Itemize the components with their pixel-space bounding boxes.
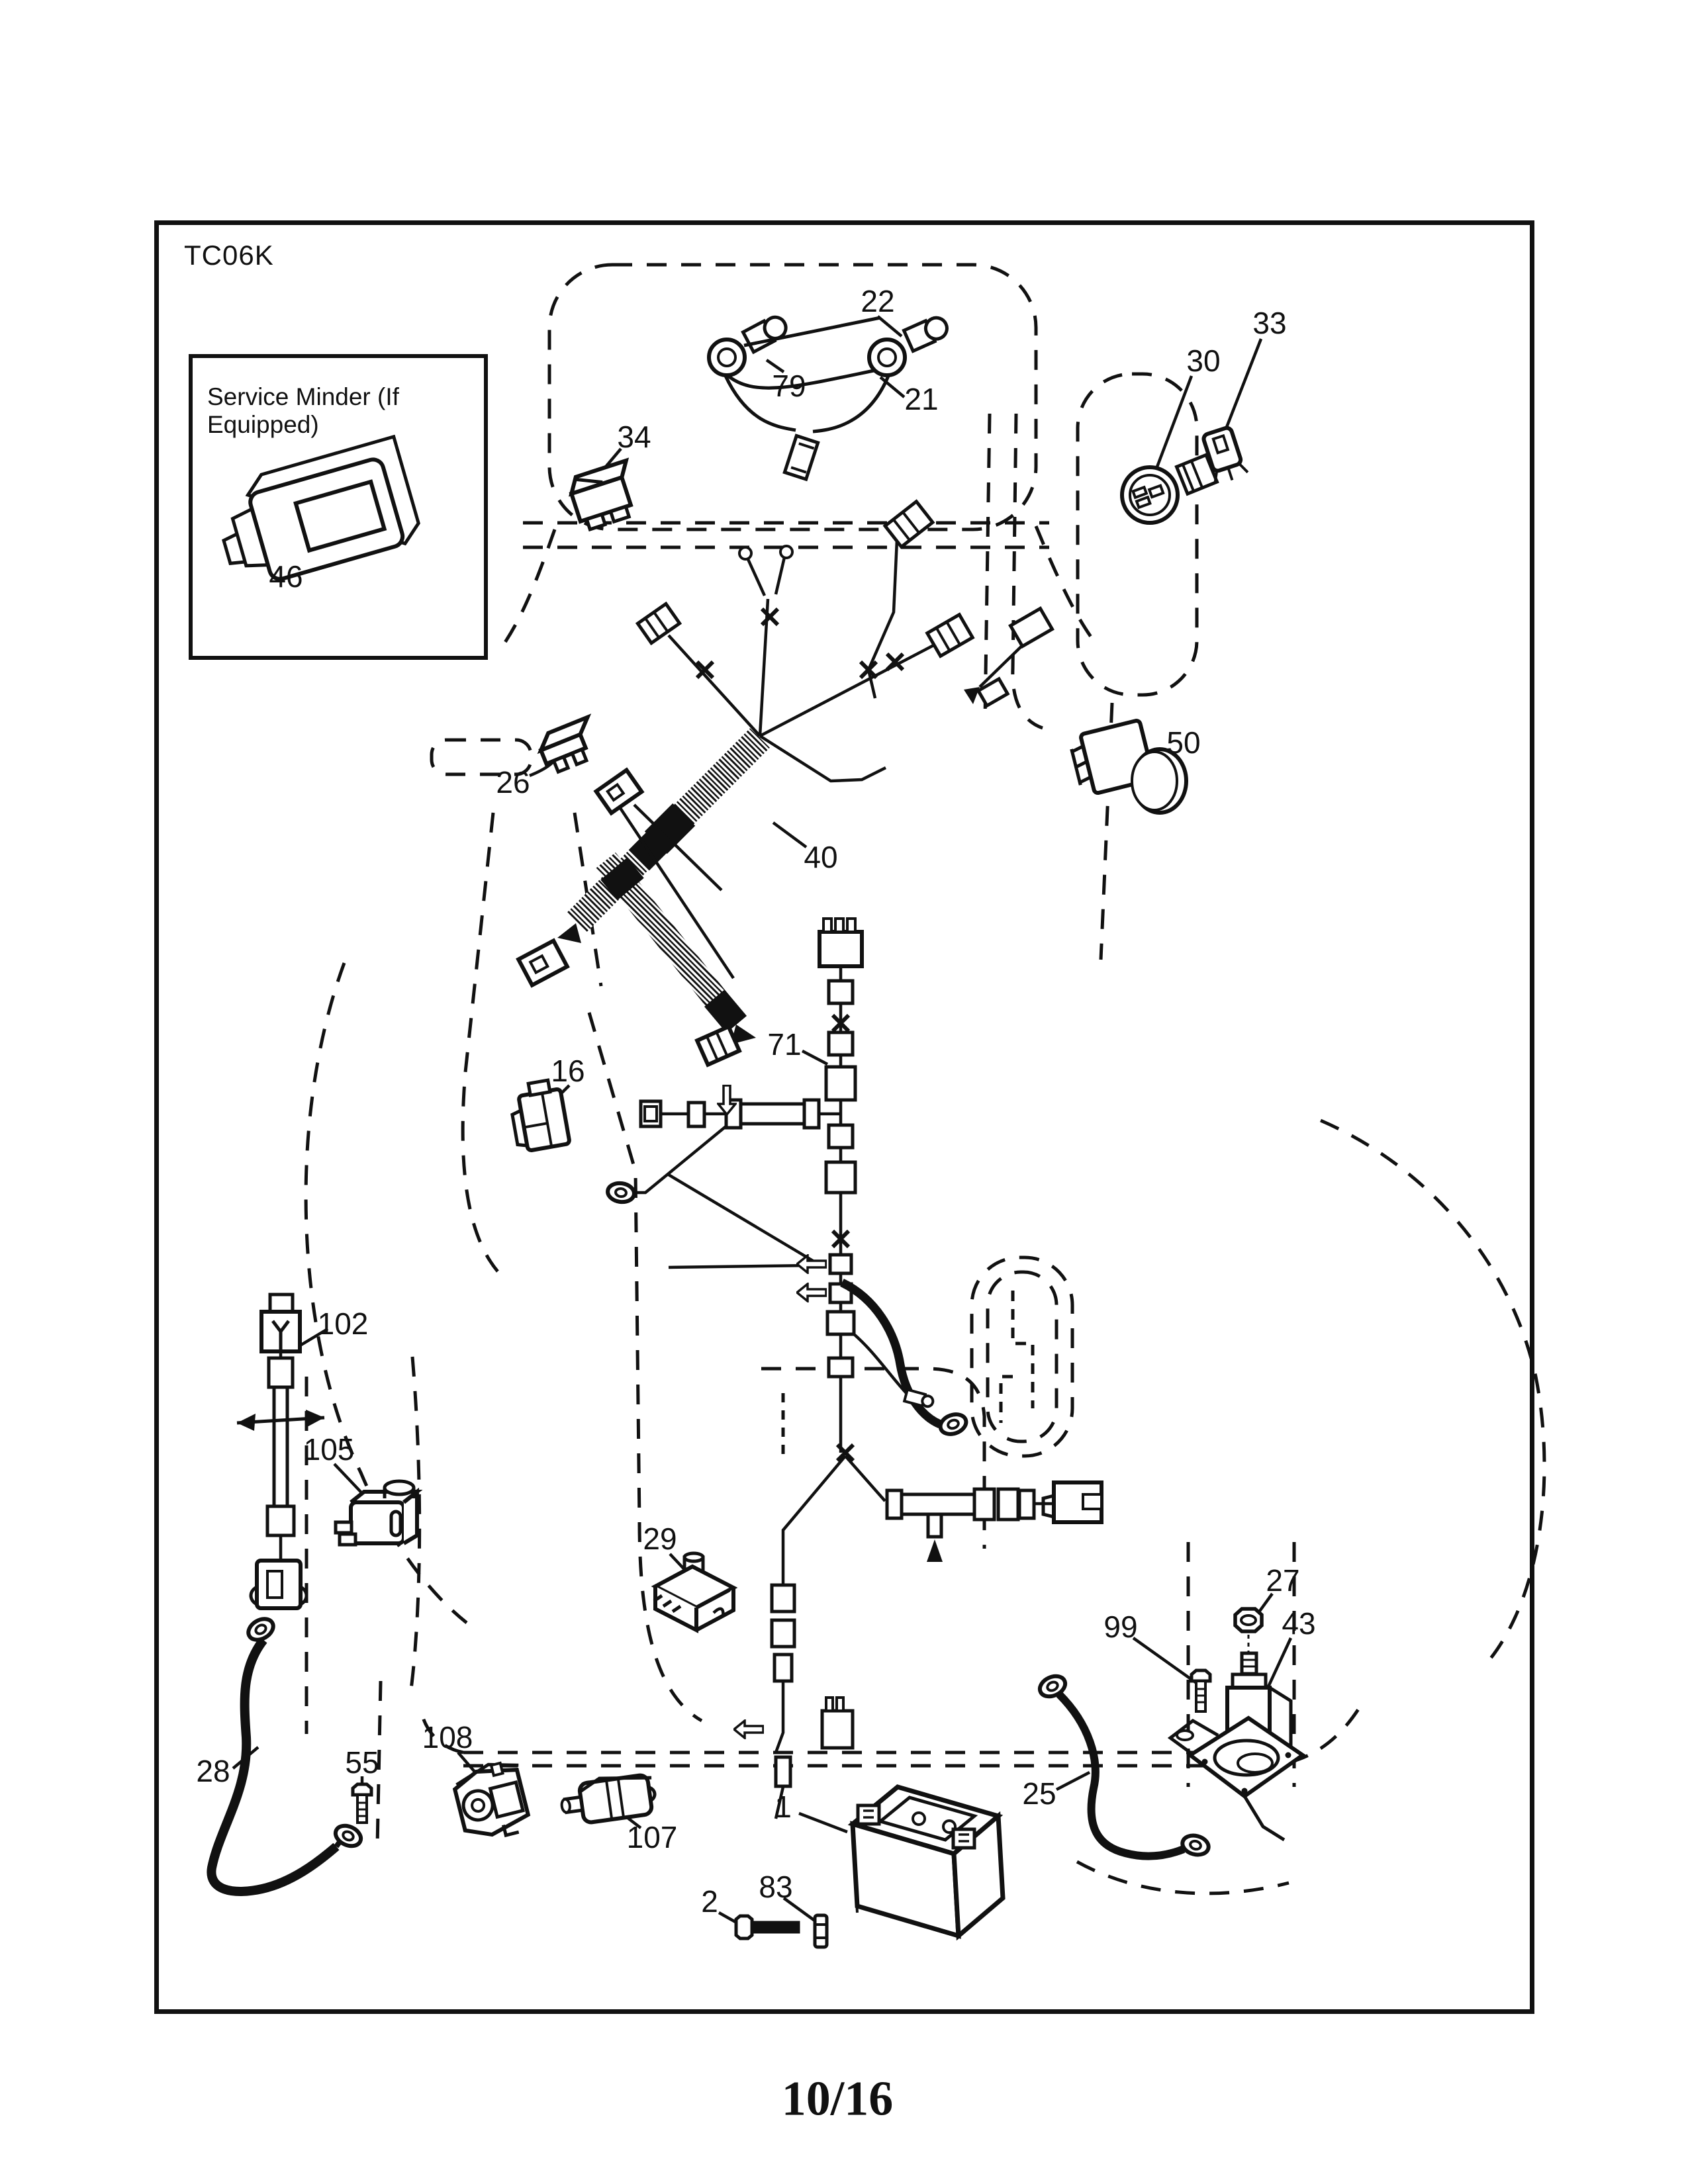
- ignition-key-illustration: [1201, 426, 1249, 484]
- inset-title: Service Minder (If Equipped): [207, 383, 399, 438]
- callout-2: 2: [701, 1884, 718, 1919]
- callout-29: 29: [643, 1522, 677, 1556]
- fuse-holder-illustration: [236, 1293, 325, 1610]
- callout-27: 27: [1266, 1563, 1300, 1598]
- callout-83: 83: [759, 1870, 793, 1904]
- relay-illustration: [510, 1078, 571, 1152]
- small-solenoid-illustration: [334, 1479, 423, 1547]
- center-harness-illustration: [606, 917, 1103, 1819]
- starter-cable-illustration: [1037, 1672, 1211, 1860]
- diagram-border: [154, 220, 1534, 2014]
- main-harness-illustration: [516, 499, 1055, 1068]
- battery-spacer-illustration: [813, 1913, 829, 1949]
- rocker-switch-illustration: [568, 457, 633, 532]
- callout-25: 25: [1022, 1776, 1056, 1811]
- callout-33: 33: [1252, 306, 1287, 340]
- callout-43: 43: [1282, 1606, 1316, 1641]
- callout-1: 1: [774, 1790, 792, 1824]
- service-minder-inset-box: Service Minder (If Equipped): [189, 354, 488, 660]
- starter-solenoid-illustration: [1167, 1607, 1307, 1842]
- battery-illustration: [847, 1784, 1006, 1941]
- callout-71: 71: [767, 1027, 802, 1062]
- bolt-55: [351, 1782, 373, 1824]
- callout-99: 99: [1103, 1610, 1138, 1644]
- drawing-code: TC06K: [184, 240, 274, 271]
- battery-bolt-illustration: [734, 1914, 800, 1940]
- solenoid-bolt-99: [1190, 1668, 1212, 1713]
- page-number: 10/16: [781, 2071, 894, 2126]
- callout-105: 105: [303, 1432, 355, 1467]
- interlock-module-illustration: [452, 1761, 531, 1838]
- hour-meter-illustration: [1070, 719, 1188, 815]
- headlight-harness-illustration: [707, 315, 949, 482]
- callout-50: 50: [1166, 725, 1201, 760]
- callout-108: 108: [422, 1720, 473, 1754]
- small-motor-illustration: [560, 1773, 657, 1825]
- seat-switch-illustration: [651, 1551, 738, 1633]
- callout-79: 79: [772, 369, 806, 403]
- callout-28: 28: [196, 1754, 230, 1788]
- callout-22: 22: [861, 284, 895, 318]
- callout-55: 55: [345, 1745, 379, 1780]
- ground-cable-illustration: [207, 1615, 373, 1896]
- callout-40: 40: [804, 840, 838, 874]
- chassis-dashed-outlines: [304, 263, 1546, 1895]
- callout-16: 16: [551, 1054, 585, 1088]
- callout-26: 26: [496, 765, 530, 799]
- service-minder-illustration: [222, 434, 420, 581]
- callout-46: 46: [269, 559, 303, 594]
- fuse-illustration: [537, 713, 723, 891]
- callout-34: 34: [617, 420, 651, 454]
- callout-107: 107: [626, 1820, 678, 1854]
- callout-102: 102: [317, 1306, 369, 1341]
- ignition-switch-illustration: [1120, 453, 1219, 525]
- callout-30: 30: [1186, 343, 1221, 378]
- callout-21: 21: [904, 382, 939, 416]
